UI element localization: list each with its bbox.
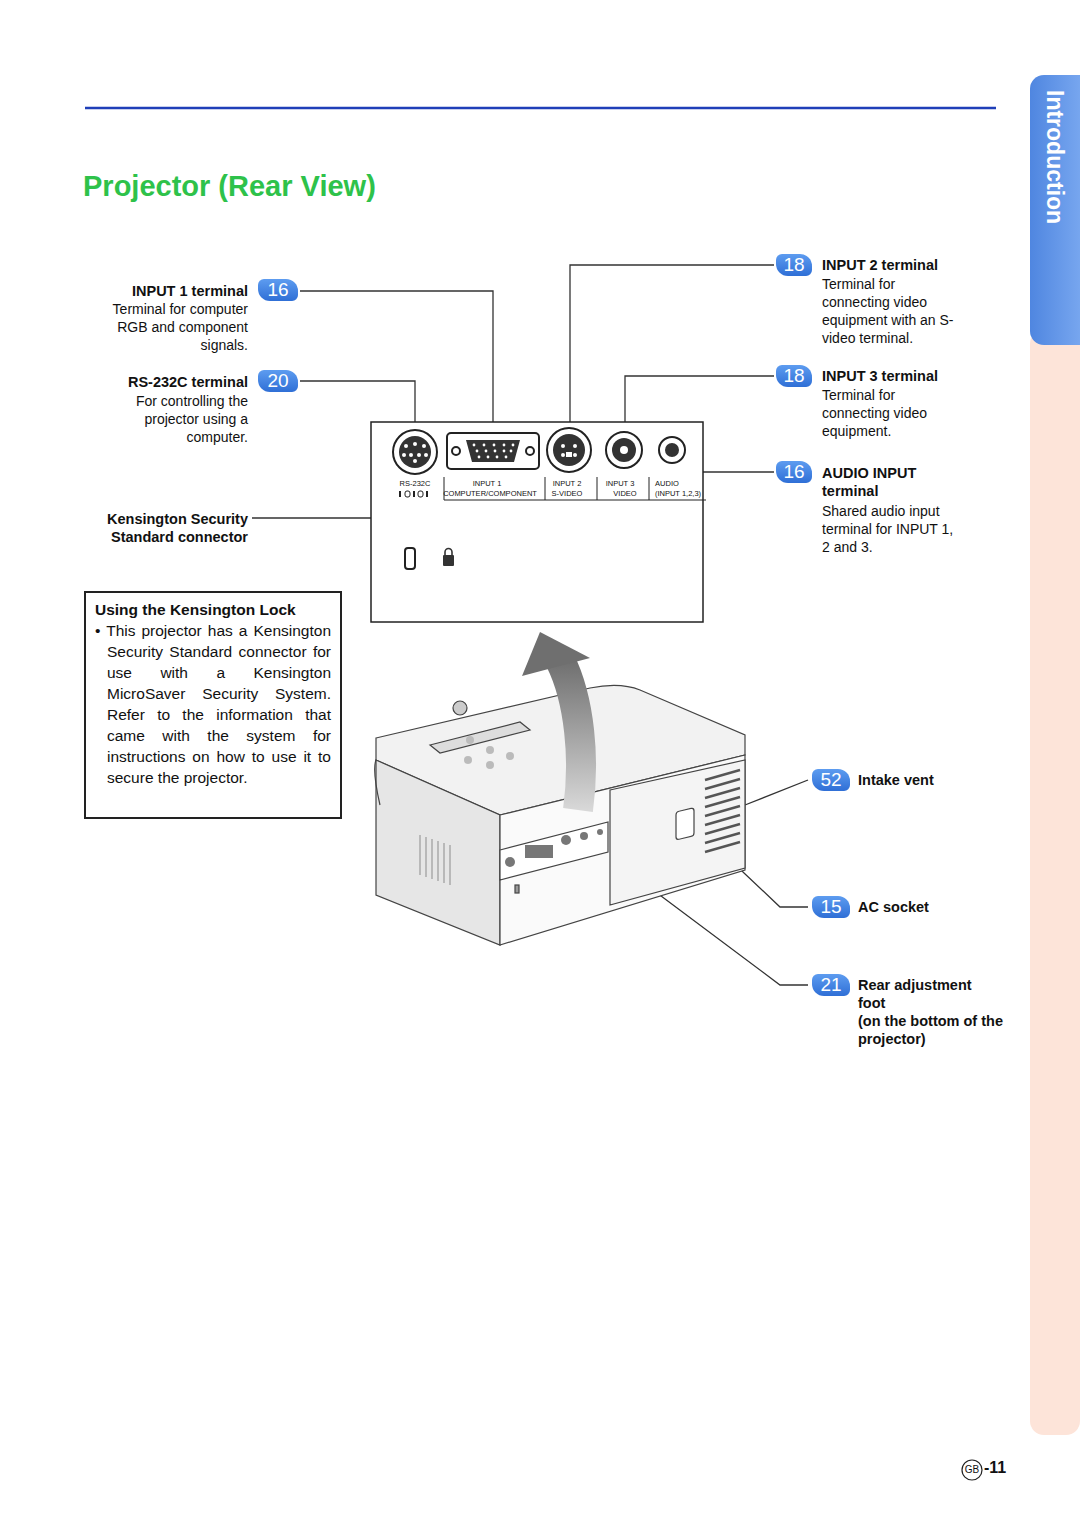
part-name: INPUT 3 terminal [822, 367, 992, 385]
part-name: Rear adjustment foot [858, 976, 998, 1012]
callout-number: 18 [776, 254, 812, 276]
part-name: Kensington Security Standard connector [80, 510, 248, 546]
part-description: Terminal for connecting video equipment. [822, 386, 962, 440]
page-title: Projector (Rear View) [83, 170, 376, 203]
callout-number: 18 [776, 365, 812, 387]
port-label: COMPUTER/COMPONENT [443, 489, 537, 498]
projector-body [375, 685, 745, 945]
rule-line [85, 107, 996, 110]
side-band [1030, 330, 1080, 1435]
part-name: INPUT 1 terminal [90, 282, 248, 300]
callout-number: 52 [812, 769, 850, 791]
page-region: GB [960, 1462, 984, 1478]
note-body: • This projector has a Kensington Securi… [95, 620, 331, 788]
port-label: INPUT 2 [553, 479, 582, 488]
port-label: S-VIDEO [552, 489, 583, 498]
intake-vent [705, 770, 740, 852]
port-panel [371, 422, 706, 622]
note-box: Using the Kensington Lock• This projecto… [84, 591, 342, 819]
port-label: INPUT 1 [473, 479, 502, 488]
callout-number: 15 [812, 896, 850, 918]
part-name: AC socket [858, 898, 988, 916]
part-name: RS-232C terminal [90, 373, 248, 391]
page-number: -11 [984, 1459, 1024, 1477]
tab-text: Introduction [1041, 90, 1068, 224]
callout-number: 16 [776, 461, 812, 483]
part-description: Terminal for computer RGB and component … [90, 300, 248, 354]
side-vent [420, 835, 450, 885]
part-note: (on the bottom of the projector) [858, 1012, 1008, 1048]
part-description: Shared audio input terminal for INPUT 1,… [822, 502, 962, 556]
callout-number: 16 [258, 279, 298, 301]
rear-panel: RS-232C INPUT 1COMPUTER/COMPONENT INPUT 2S… [371, 422, 703, 622]
part-name: INPUT 2 terminal [822, 256, 992, 274]
part-name: Intake vent [858, 771, 988, 789]
callout-number: 21 [812, 974, 850, 996]
view-arrow [522, 632, 590, 810]
part-description: Terminal for connecting video equipment … [822, 275, 962, 347]
part-name: AUDIO INPUT terminal [822, 464, 942, 500]
callout-number: 20 [258, 370, 298, 392]
port-label: (INPUT 1,2,3) [655, 489, 701, 498]
section-tab: Introduction [1030, 75, 1080, 345]
port-label: AUDIO [655, 479, 679, 488]
port-label: RS-232C [400, 479, 431, 488]
port-label: INPUT 3 [606, 479, 635, 488]
note-heading: Using the Kensington Lock [95, 599, 331, 620]
port-label: VIDEO [613, 489, 636, 498]
part-description: For controlling the projector using a co… [90, 392, 248, 446]
